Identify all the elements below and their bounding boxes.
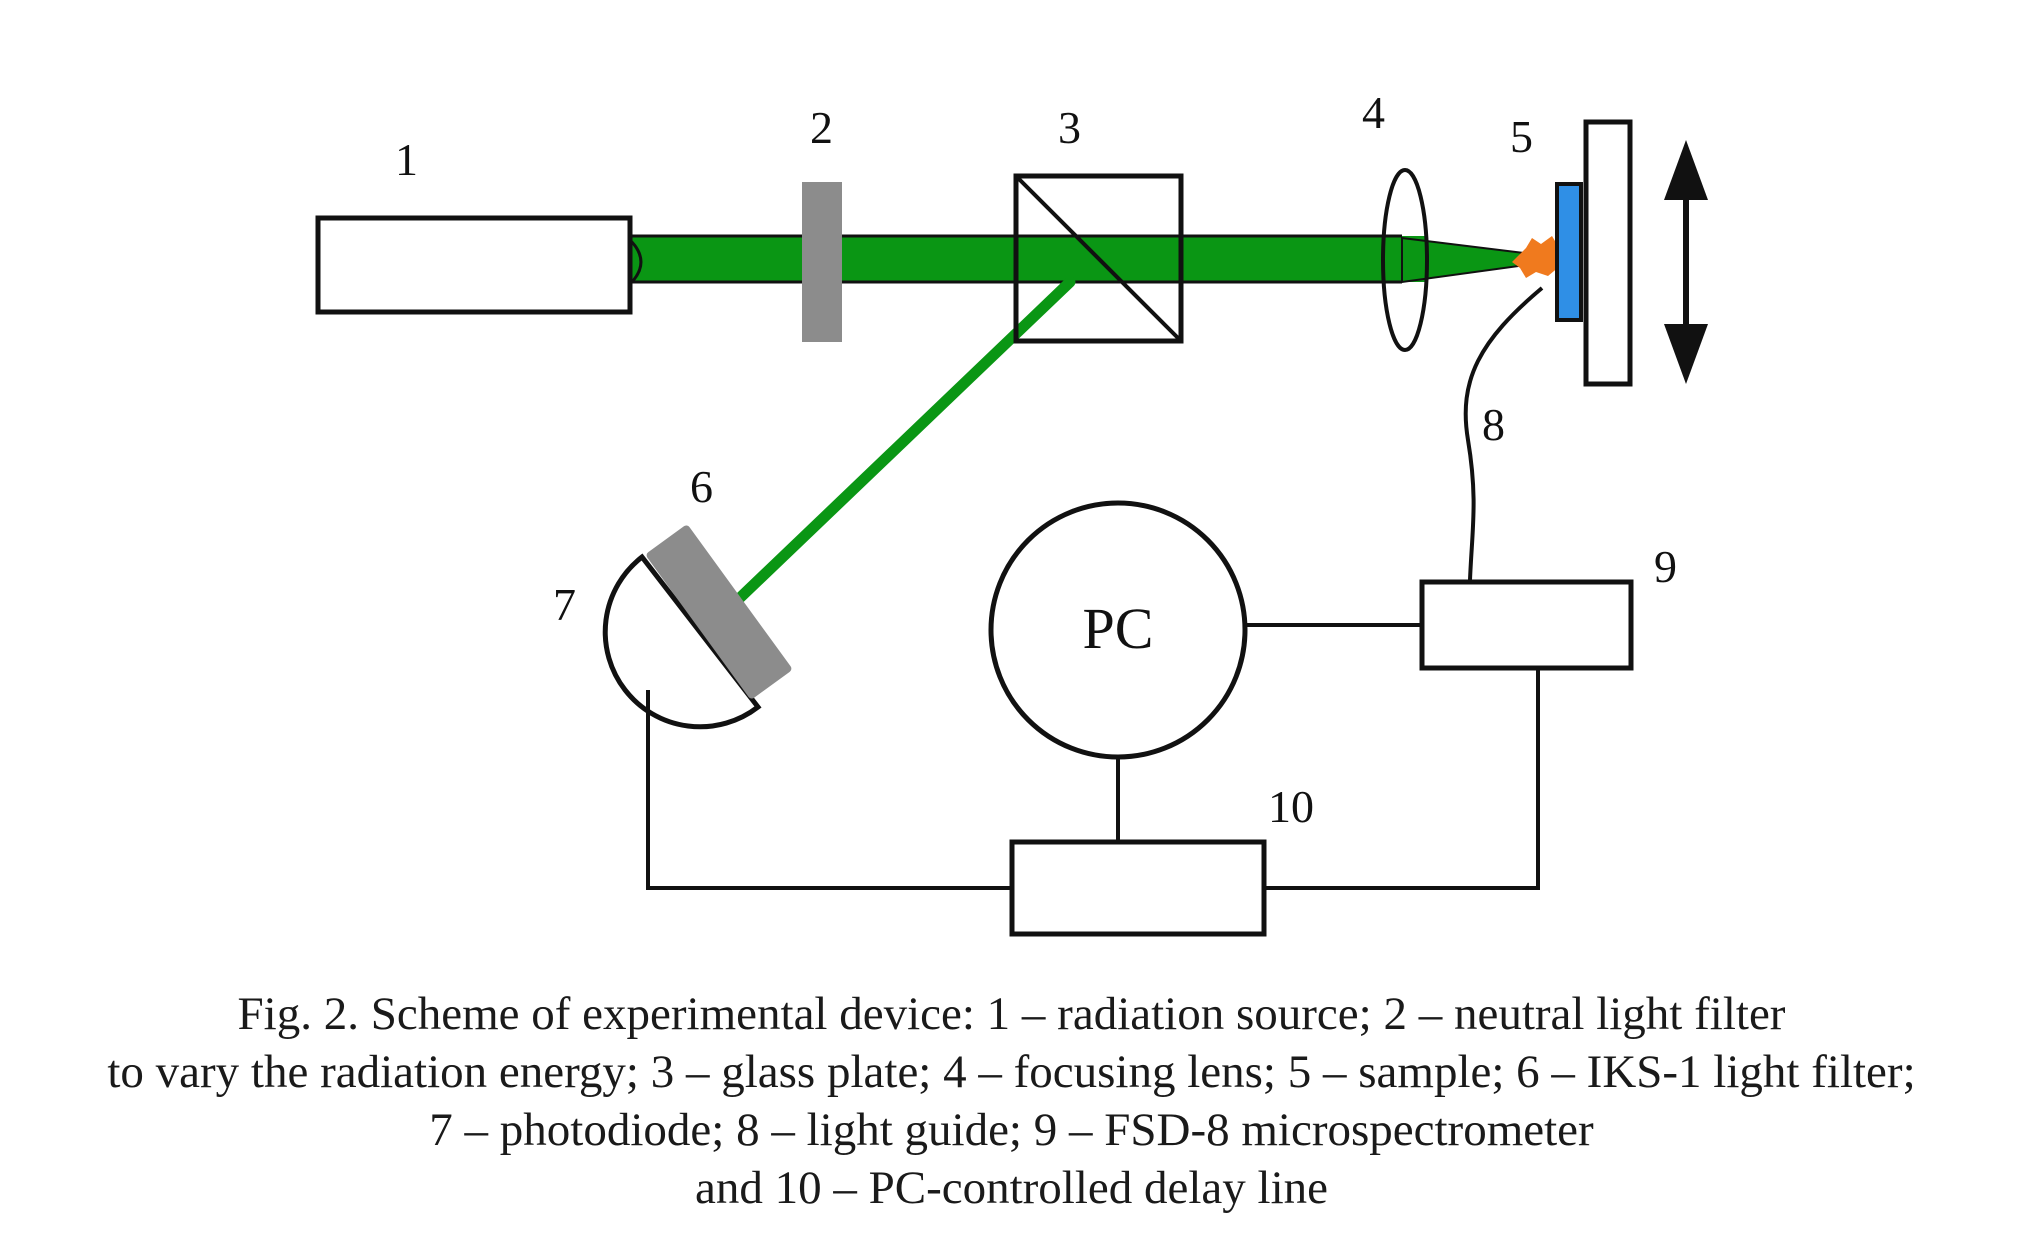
label-9: 9 <box>1654 541 1677 592</box>
radiation-source <box>315 215 633 315</box>
delay-line <box>1009 839 1267 937</box>
photodiode <box>602 553 762 730</box>
sample-holder <box>1583 119 1633 387</box>
light-guide <box>1463 286 1544 581</box>
label-7: 7 <box>553 579 576 630</box>
caption-line-2: to vary the radiation energy; 3 – glass … <box>107 1046 1916 1098</box>
label-6: 6 <box>690 461 713 512</box>
wire-spectrometer-to-delay-line <box>1264 668 1540 890</box>
figure-caption: Fig. 2. Scheme of experimental device: 1… <box>0 985 2023 1217</box>
plasma-spark <box>1512 236 1566 278</box>
glass-plate <box>1013 173 1184 344</box>
reflected-beam <box>692 276 1076 644</box>
caption-line-3: 7 – photodiode; 8 – light guide; 9 – FSD… <box>429 1104 1594 1156</box>
label-1: 1 <box>395 134 418 185</box>
label-2: 2 <box>810 102 833 153</box>
wire-photodiode-to-delay-line <box>646 690 1012 890</box>
microspectrometer <box>1419 579 1634 671</box>
neutral-light-filter <box>802 182 842 342</box>
source-aperture <box>628 238 643 286</box>
sample <box>1555 182 1583 322</box>
label-4: 4 <box>1362 87 1385 138</box>
glass-plate-diagonal <box>1014 174 1183 343</box>
label-10: 10 <box>1268 781 1314 832</box>
pc-label: PC <box>1083 596 1154 661</box>
laser-beam <box>628 236 1428 282</box>
arrow-down-head <box>1664 324 1708 384</box>
focusing-lens <box>1381 168 1429 352</box>
label-8: 8 <box>1482 399 1505 450</box>
caption-line-1: Fig. 2. Scheme of experimental device: 1… <box>237 988 1786 1040</box>
label-3: 3 <box>1058 102 1081 153</box>
label-5: 5 <box>1510 111 1533 162</box>
caption-line-4: and 10 – PC-controlled delay line <box>694 1162 1329 1214</box>
arrow-up-head <box>1664 140 1708 200</box>
iks-1-light-filter <box>646 525 792 699</box>
